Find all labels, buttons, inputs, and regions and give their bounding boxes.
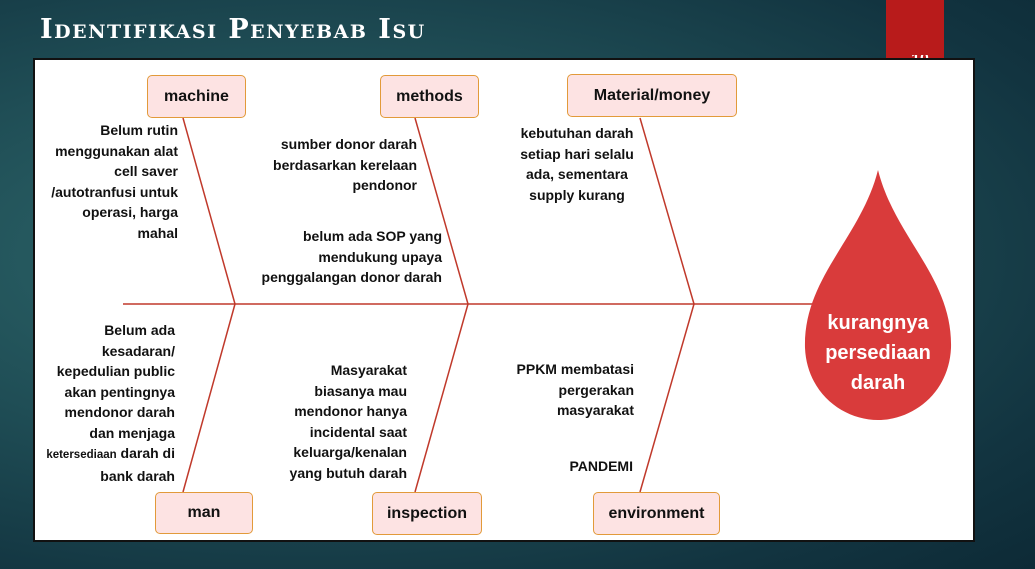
category-material-money: Material/money <box>567 74 737 117</box>
category-environment: environment <box>593 492 720 535</box>
cause-material: kebutuhan darah setiap hari selalu ada, … <box>520 125 634 203</box>
category-man-label: man <box>187 504 221 521</box>
category-man: man <box>155 492 253 534</box>
cause-environment-2: PANDEMI <box>569 458 633 474</box>
cause-machine: Belum rutin menggunakan alat cell saver … <box>51 122 178 241</box>
effect-label: kurangnya persediaan darah <box>825 312 931 394</box>
cause-inspection: Masyarakat biasanya mau mendonor hanya i… <box>289 362 407 481</box>
blood-drop-shape <box>804 170 952 420</box>
category-methods-label: methods <box>396 87 463 105</box>
category-inspection: inspection <box>372 492 482 535</box>
cause-man: Belum ada kesadaran/ kepedulian public a… <box>46 322 175 484</box>
cause-methods-2: belum ada SOP yang mendukung upaya pengg… <box>261 228 442 285</box>
category-environment-label: environment <box>608 504 705 522</box>
red-accent-tab <box>886 0 944 62</box>
bone-methods <box>414 117 469 305</box>
category-machine-label: machine <box>164 87 229 105</box>
fishbone-lines <box>123 117 820 493</box>
category-material-label: Material/money <box>593 86 711 104</box>
bone-man <box>182 303 236 493</box>
category-methods: methods <box>380 75 479 118</box>
bone-machine <box>182 117 236 305</box>
cause-methods-1: sumber donor darah berdasarkan kerelaan … <box>273 136 417 193</box>
blood-drop-icon <box>804 170 952 420</box>
cause-environment-1: PPKM membatasi pergerakan masyarakat <box>516 361 634 418</box>
bone-inspection <box>414 303 469 493</box>
bone-environment <box>639 303 695 493</box>
bone-material <box>639 117 695 305</box>
category-inspection-label: inspection <box>386 504 467 522</box>
category-machine: machine <box>147 75 246 118</box>
fishbone-diagram: machine methods Material/money man inspe… <box>33 58 975 542</box>
slide-title: Identifikasi Penyebab Isu <box>40 14 426 45</box>
effect-drop: kurangnya persediaan darah <box>803 168 953 428</box>
